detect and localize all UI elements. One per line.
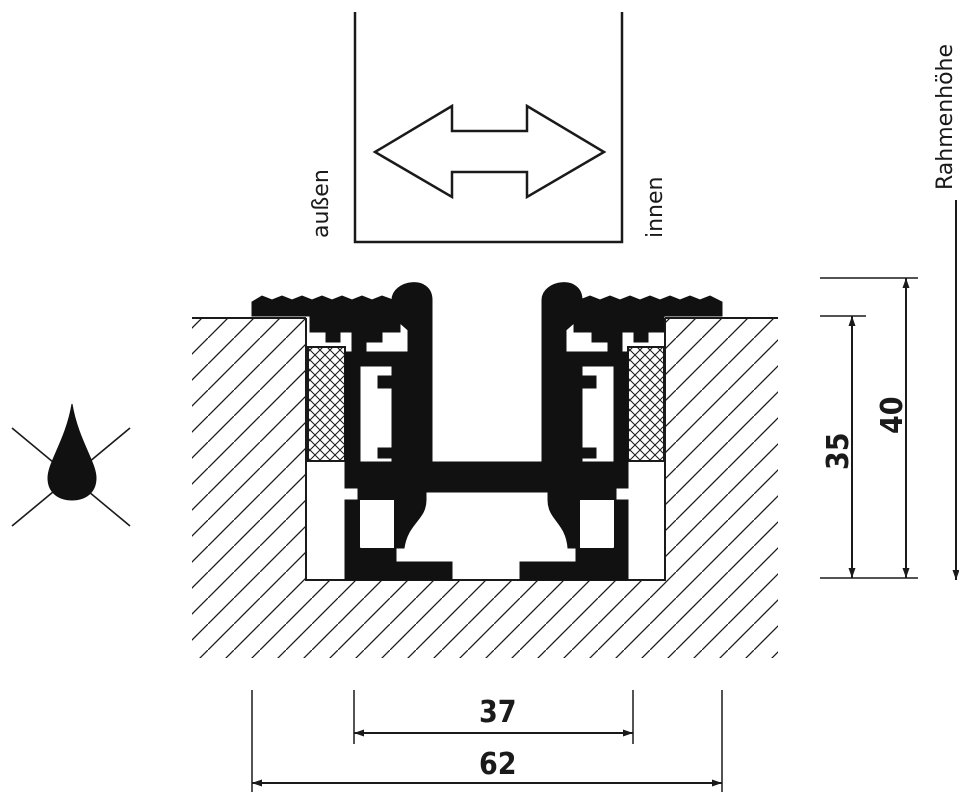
outside-label: außen [309,169,334,238]
width-dimensions [251,690,723,792]
height-dimensions [820,277,918,579]
door-frame-outline [353,12,624,244]
insulation-left [307,346,346,462]
hatched-floor [192,317,778,658]
double-arrow-icon [372,103,607,200]
crossed-out-water-drop-icon [11,403,131,527]
inner-width-value: 37 [479,695,517,730]
inside-label: innen [643,177,668,238]
inner-height-value: 35 [821,432,856,470]
total-height-value: 40 [875,396,910,434]
frame-height-label: Rahmenhöhe [933,44,958,190]
threshold-profile [251,282,723,581]
total-width-value: 62 [479,747,517,782]
insulation-right [627,346,665,462]
